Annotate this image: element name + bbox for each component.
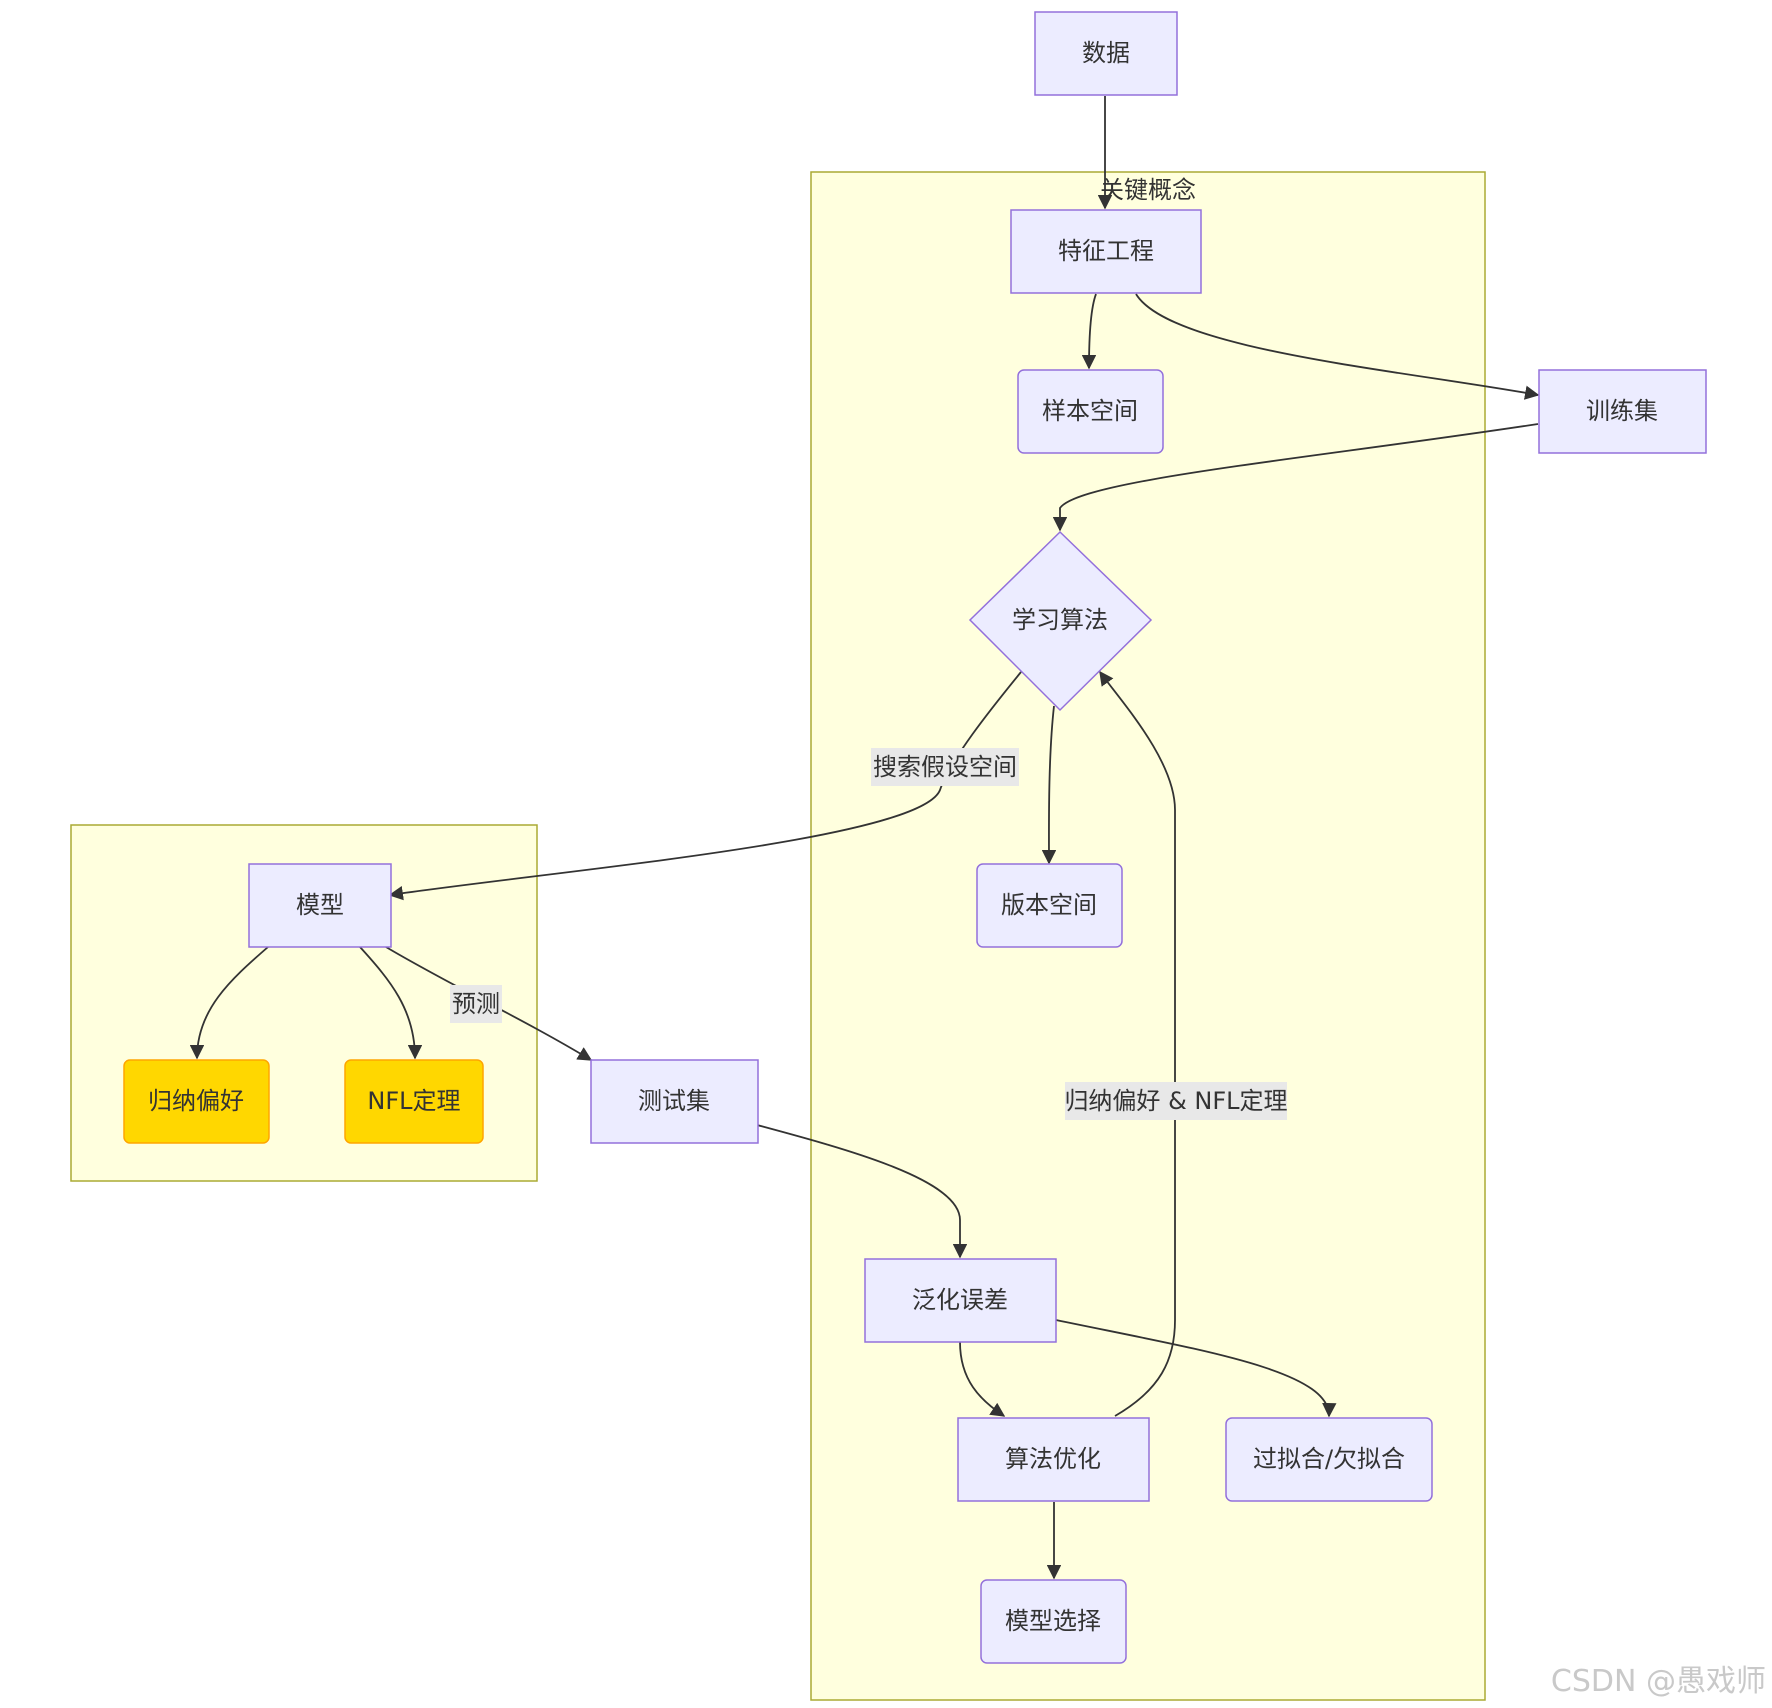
svg-text:样本空间: 样本空间 [1042, 397, 1138, 425]
edge-generalization-to-optimization [959, 1341, 1006, 1417]
node-nfl-theorem[interactable]: NFL定理 [344, 1059, 484, 1144]
svg-text:版本空间: 版本空间 [1001, 891, 1097, 919]
node-model[interactable]: 模型 [248, 863, 392, 948]
svg-text:训练集: 训练集 [1586, 397, 1658, 425]
edge-optimization-to-algorithm [1099, 670, 1176, 1417]
node-generalization-error[interactable]: 泛化误差 [864, 1258, 1057, 1343]
edge-test-to-generalization [756, 1124, 968, 1259]
edge-label-bias-nfl: 归纳偏好 & NFL定理 [1064, 1082, 1288, 1120]
cluster-title-key-concepts: 关键概念 [1100, 176, 1196, 204]
node-version-space[interactable]: 版本空间 [976, 863, 1123, 948]
node-model-selection[interactable]: 模型选择 [980, 1579, 1127, 1664]
svg-text:测试集: 测试集 [638, 1087, 710, 1115]
svg-text:学习算法: 学习算法 [1012, 606, 1108, 634]
edge-algorithm-to-model [388, 671, 1022, 901]
node-sample-space[interactable]: 样本空间 [1017, 369, 1164, 454]
edge-feature-to-training [1135, 293, 1540, 400]
svg-text:算法优化: 算法优化 [1005, 1445, 1101, 1473]
svg-text:过拟合/欠拟合: 过拟合/欠拟合 [1253, 1445, 1405, 1473]
node-feature-engineering[interactable]: 特征工程 [1010, 209, 1202, 294]
edge-label-search: 搜索假设空间 [871, 748, 1019, 786]
node-inductive-bias[interactable]: 归纳偏好 [123, 1059, 270, 1144]
svg-text:模型: 模型 [296, 891, 344, 919]
edge-model-to-bias [189, 946, 269, 1060]
node-training-set[interactable]: 训练集 [1538, 369, 1707, 454]
node-data[interactable]: 数据 [1034, 11, 1178, 96]
node-learning-algorithm[interactable]: 学习算法 [968, 530, 1153, 712]
svg-text:预测: 预测 [452, 990, 500, 1018]
node-test-set[interactable]: 测试集 [590, 1059, 759, 1144]
svg-text:搜索假设空间: 搜索假设空间 [873, 753, 1017, 781]
svg-text:归纳偏好 & NFL定理: 归纳偏好 & NFL定理 [1064, 1087, 1287, 1115]
edge-generalization-to-overfit [1055, 1319, 1337, 1418]
edge-model-to-nfl [359, 946, 423, 1060]
edge-label-predict: 预测 [450, 985, 502, 1023]
watermark: CSDN @愚戏师 [1550, 1664, 1766, 1699]
node-algorithm-optimization[interactable]: 算法优化 [957, 1417, 1150, 1502]
svg-text:NFL定理: NFL定理 [367, 1087, 460, 1115]
node-over-underfitting[interactable]: 过拟合/欠拟合 [1225, 1417, 1433, 1502]
svg-text:归纳偏好: 归纳偏好 [148, 1087, 244, 1115]
svg-text:泛化误差: 泛化误差 [912, 1286, 1008, 1314]
edge-training-to-algorithm [1052, 423, 1539, 532]
edge-algorithm-to-version [1041, 705, 1057, 865]
svg-text:特征工程: 特征工程 [1058, 237, 1154, 265]
edges [189, 96, 1540, 1580]
edge-feature-to-sample [1081, 293, 1097, 370]
svg-text:数据: 数据 [1082, 39, 1130, 67]
svg-text:模型选择: 模型选择 [1005, 1607, 1101, 1635]
